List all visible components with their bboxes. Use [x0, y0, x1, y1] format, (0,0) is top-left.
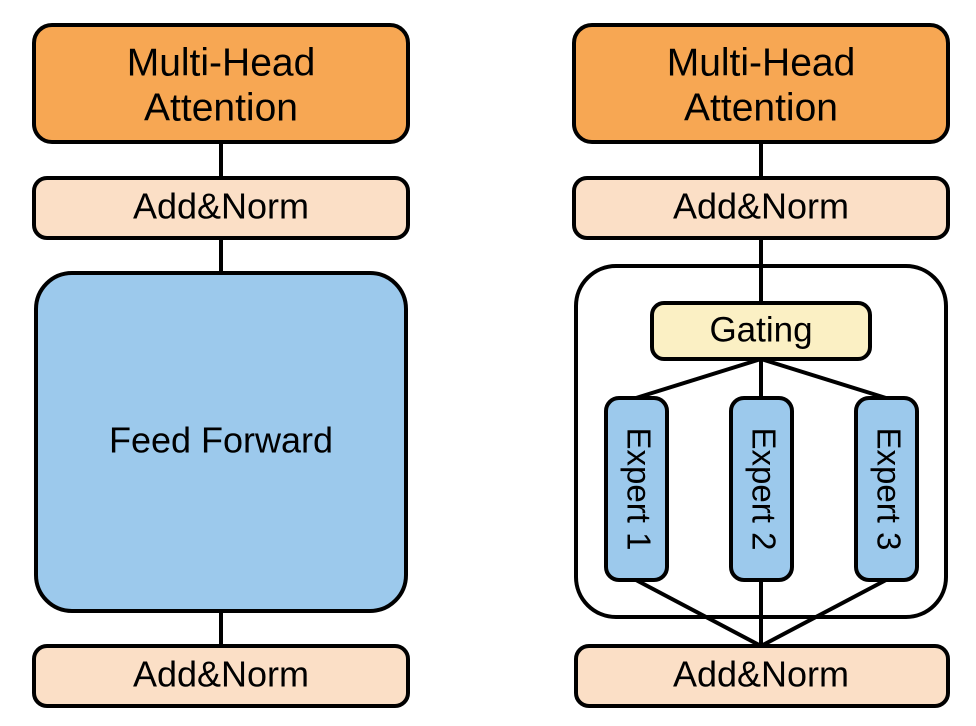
right-column-moe-block: Multi-Head Attention Add&Norm Gating [572, 23, 950, 708]
right-addnorm-top-node[interactable]: Add&Norm [572, 176, 950, 240]
connector-gating-to-expert-1 [635, 357, 762, 400]
right-addnorm-top-box[interactable] [572, 176, 950, 240]
left-addnorm-bottom-node[interactable]: Add&Norm [32, 644, 410, 708]
connector-expert-3-to-addnorm [760, 578, 887, 648]
expert-1-box[interactable] [604, 396, 669, 582]
expert-2-box[interactable] [729, 396, 794, 582]
left-multi-head-attention-node[interactable]: Multi-Head Attention [32, 23, 410, 144]
right-addnorm-bottom-node[interactable]: Add&Norm [574, 644, 950, 708]
left-addnorm-bottom-label: Add&Norm [133, 654, 309, 695]
gating-to-experts-connectors [635, 357, 887, 400]
left-column-standard-block: Multi-Head Attention Add&Norm Feed Forwa… [32, 23, 410, 708]
left-addnorm-bottom-box[interactable] [32, 644, 410, 708]
expert-3-node[interactable]: Expert 3 [854, 396, 919, 582]
left-multi-head-attention-label-line1: Multi-Head [127, 41, 316, 84]
expert-2-node[interactable]: Expert 2 [729, 396, 794, 582]
left-addnorm-top-label: Add&Norm [133, 186, 309, 227]
left-feed-forward-node[interactable]: Feed Forward [34, 271, 408, 613]
right-multi-head-attention-label-line2: Attention [684, 86, 838, 129]
expert-3-box[interactable] [854, 396, 919, 582]
connector-gating-to-expert-3 [760, 357, 887, 400]
left-addnorm-top-node[interactable]: Add&Norm [32, 176, 410, 240]
right-addnorm-bottom-box[interactable] [574, 644, 950, 708]
gating-node[interactable]: Gating [650, 301, 872, 361]
connector-expert-1-to-addnorm [635, 578, 762, 648]
expert-2-label: Expert 2 [745, 428, 782, 551]
right-multi-head-attention-node[interactable]: Multi-Head Attention [572, 23, 950, 144]
expert-1-label: Expert 1 [620, 428, 657, 551]
right-multi-head-attention-label-line1: Multi-Head [667, 41, 856, 84]
expert-1-node[interactable]: Expert 1 [604, 396, 669, 582]
left-feed-forward-box[interactable] [34, 271, 408, 613]
left-addnorm-top-box[interactable] [32, 176, 410, 240]
right-addnorm-top-label: Add&Norm [673, 186, 849, 227]
gating-label: Gating [709, 310, 812, 349]
right-addnorm-bottom-label: Add&Norm [673, 654, 849, 695]
right-multi-head-attention-box[interactable] [572, 23, 950, 144]
left-feed-forward-label: Feed Forward [109, 420, 333, 461]
experts-to-addnorm-connectors [635, 578, 887, 648]
left-multi-head-attention-label-line2: Attention [144, 86, 298, 129]
left-multi-head-attention-box[interactable] [32, 23, 410, 144]
expert-3-label: Expert 3 [870, 428, 907, 551]
